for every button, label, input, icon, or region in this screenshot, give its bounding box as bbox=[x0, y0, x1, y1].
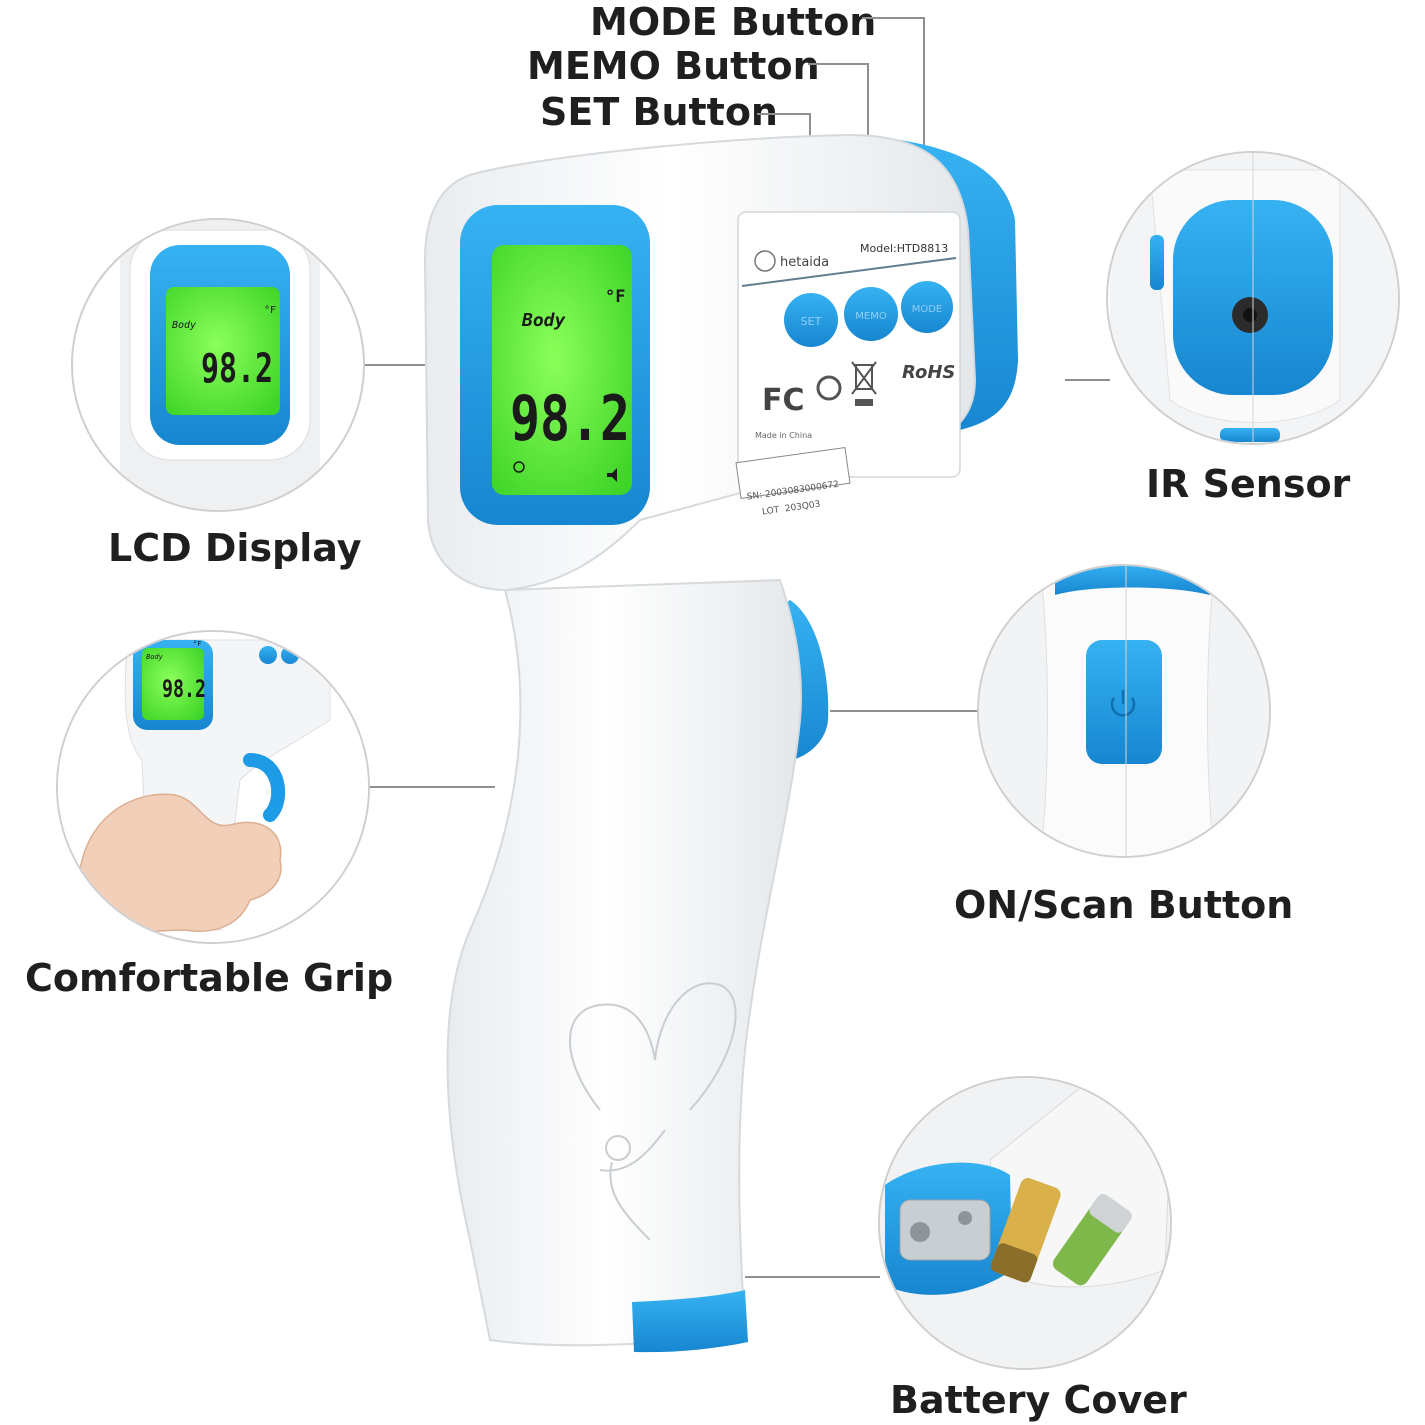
grip-detail-mode: Body bbox=[146, 653, 164, 661]
lcd-mode-text: Body bbox=[521, 310, 567, 331]
memo-button[interactable]: MEMO bbox=[844, 287, 898, 341]
set-button-text: SET bbox=[801, 315, 822, 328]
rohs-mark: RoHS bbox=[902, 362, 955, 383]
model-text: Model:HTD8813 bbox=[860, 242, 948, 255]
mode-button-text: MODE bbox=[912, 304, 943, 315]
mode-button-label: MODE Button bbox=[590, 0, 877, 44]
set-button[interactable]: SET bbox=[784, 293, 838, 347]
comfortable-grip-label: Comfortable Grip bbox=[25, 956, 394, 1000]
on-scan-button-label: ON/Scan Button bbox=[954, 883, 1294, 927]
lcd-detail-reading: 98.2 bbox=[201, 346, 273, 392]
speaker-icon bbox=[607, 468, 617, 482]
grip-detail-reading: 98.2 bbox=[162, 675, 206, 703]
lcd-display-label: LCD Display bbox=[108, 526, 362, 570]
fc-mark: FC bbox=[762, 383, 805, 418]
mode-button[interactable]: MODE bbox=[901, 281, 953, 333]
lcd-unit-text: °F bbox=[605, 287, 625, 307]
battery-detail-circle bbox=[878, 1076, 1172, 1370]
lcd-screen bbox=[492, 245, 632, 495]
lot-text: 203Q03 bbox=[784, 500, 821, 515]
lcd-detail-mode: Body bbox=[172, 320, 196, 331]
memo-button-label: MEMO Button bbox=[527, 44, 820, 88]
ir-sensor-detail-circle bbox=[1106, 151, 1400, 445]
memo-button-text: MEMO bbox=[855, 311, 887, 322]
brand-text: hetaida bbox=[780, 255, 829, 270]
on-scan-detail-circle bbox=[977, 564, 1271, 858]
hand-shape bbox=[79, 793, 282, 936]
recycle-icon bbox=[816, 375, 842, 401]
battery-cover-label: Battery Cover bbox=[890, 1378, 1187, 1422]
handle-base bbox=[632, 1290, 748, 1353]
grip-detail-unit: °F bbox=[193, 640, 201, 648]
brand-heart-icon bbox=[754, 250, 776, 272]
serial-sticker bbox=[735, 446, 851, 500]
handle bbox=[446, 578, 802, 1347]
ir-sensor-label: IR Sensor bbox=[1146, 462, 1351, 506]
lcd-detail-circle: Body °F 98.2 bbox=[71, 218, 365, 512]
made-in-text: Made in China bbox=[755, 431, 812, 440]
set-button-label: SET Button bbox=[540, 90, 778, 134]
lcd-detail-unit: °F bbox=[264, 305, 276, 316]
battery-icon-2 bbox=[1052, 1194, 1132, 1286]
grip-detail-circle: Body °F 98.2 bbox=[56, 630, 370, 944]
power-icon bbox=[1110, 690, 1136, 717]
battery-icon bbox=[990, 1178, 1061, 1283]
lcd-reading: 98.2 bbox=[510, 382, 630, 455]
heart-emblem bbox=[569, 982, 737, 1241]
lot-label-text: LOT bbox=[762, 505, 781, 517]
smiley-icon bbox=[513, 461, 525, 473]
weee-bin-icon bbox=[851, 361, 877, 406]
